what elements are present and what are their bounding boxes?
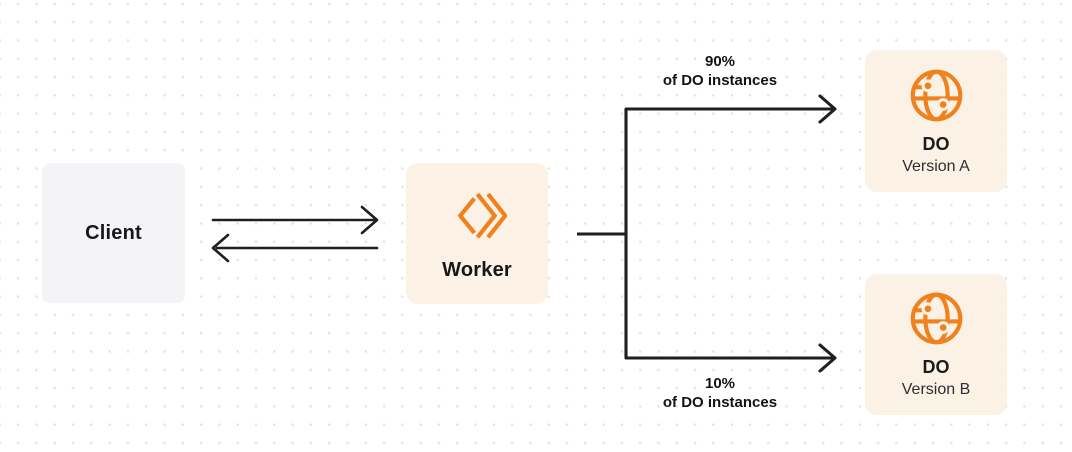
branch-bottom-percent: 10% xyxy=(704,375,736,392)
worker-branch-trunk-line xyxy=(577,109,628,358)
client-label: Client xyxy=(85,221,142,244)
do-a-title: DO xyxy=(922,133,950,154)
globe-icon xyxy=(910,69,962,121)
branch-top-label: 90% of DO instances xyxy=(610,52,830,90)
worker-node: Worker xyxy=(406,163,548,304)
do-version-a-node: DO Version A xyxy=(865,50,1007,192)
do-version-b-node: DO Version B xyxy=(865,274,1007,415)
worker-to-client-arrow xyxy=(211,233,379,263)
branch-top-caption: of DO instances xyxy=(662,72,778,89)
cloudflare-workers-icon xyxy=(457,192,507,239)
branch-top-arrow xyxy=(624,94,837,124)
branch-bottom-caption: of DO instances xyxy=(662,394,778,411)
do-b-subtitle: Version B xyxy=(901,381,971,398)
worker-label: Worker xyxy=(442,258,512,281)
branch-top-percent: 90% xyxy=(704,53,736,70)
client-node: Client xyxy=(42,163,185,303)
do-a-subtitle: Version A xyxy=(902,157,970,175)
client-to-worker-arrow xyxy=(211,205,379,235)
globe-icon xyxy=(910,292,962,345)
branch-bottom-arrow xyxy=(624,343,837,373)
do-b-title: DO xyxy=(922,357,950,377)
branch-bottom-label: 10% of DO instances xyxy=(610,374,830,412)
